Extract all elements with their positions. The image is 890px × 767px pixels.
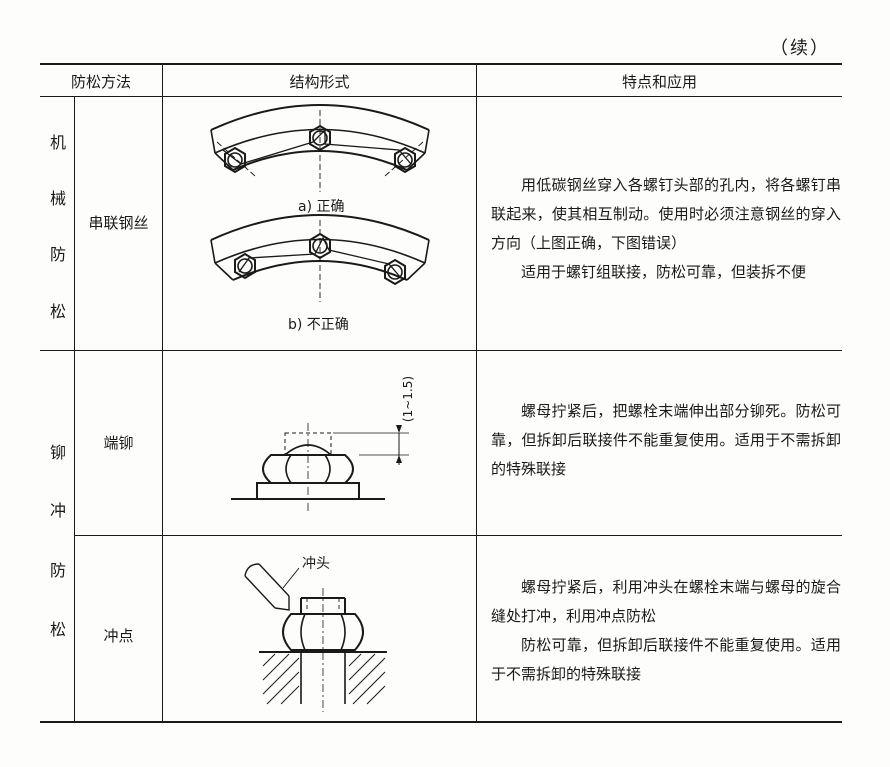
continued-label: （续） bbox=[770, 38, 830, 59]
header-structure: 结构形式 bbox=[289, 73, 350, 91]
column-rule-1 bbox=[74, 97, 75, 721]
features-paragraph: 用低碳钢丝穿入各螺钉头部的孔内，将各螺钉串联起来，使其相互制动。使用时必须注意钢… bbox=[491, 176, 841, 252]
category-char: 冲 bbox=[49, 501, 66, 520]
features-text: 螺母拧紧后，把螺栓末端伸出部分铆死。防松可靠，但拆卸后联接件不能重复使用。适用于… bbox=[491, 397, 841, 484]
row2-bottom-rule bbox=[74, 535, 842, 536]
features-text: 用低碳钢丝穿入各螺钉头部的孔内，将各螺钉串联起来，使其相互制动。使用时必须注意钢… bbox=[491, 171, 841, 287]
features-paragraph: 适用于螺钉组联接，防松可靠，但装拆不便 bbox=[521, 263, 807, 281]
center-punch-diagram bbox=[244, 563, 387, 712]
category-char: 械 bbox=[49, 189, 66, 208]
diagram-caption: a) 正确 bbox=[298, 199, 345, 215]
header-method: 防松方法 bbox=[70, 73, 131, 91]
category-char: 防 bbox=[49, 245, 66, 264]
diagram-caption: b) 不正确 bbox=[288, 317, 349, 333]
series-wire-correct-diagram bbox=[210, 104, 430, 192]
column-rule-3 bbox=[476, 65, 477, 721]
category-char: 松 bbox=[49, 302, 66, 321]
features-text: 螺母拧紧后，利用冲头在螺栓末端与螺母的旋合缝处打冲，利用冲点防松 防松可靠，但拆… bbox=[491, 573, 841, 689]
end-rivet-diagram bbox=[231, 423, 409, 511]
method-name: 串联钢丝 bbox=[88, 214, 149, 232]
method-name: 端铆 bbox=[103, 434, 134, 452]
dimension-label: (1~1.5) bbox=[401, 375, 415, 423]
header-features: 特点和应用 bbox=[621, 73, 697, 91]
table-top-rule bbox=[40, 63, 842, 65]
series-wire-incorrect-diagram bbox=[210, 214, 430, 302]
column-rule-2 bbox=[162, 65, 163, 721]
method-name: 冲点 bbox=[103, 627, 134, 645]
category-char: 机 bbox=[49, 133, 66, 152]
table-bottom-rule bbox=[40, 721, 842, 723]
features-paragraph: 防松可靠，但拆卸后联接件不能重复使用。适用于不需拆卸的特殊联接 bbox=[491, 636, 841, 683]
category-char: 铆 bbox=[49, 443, 66, 462]
header-bottom-rule bbox=[40, 96, 842, 97]
category-char: 防 bbox=[49, 561, 66, 580]
row1-bottom-rule bbox=[40, 350, 842, 351]
category-char: 松 bbox=[49, 620, 66, 639]
features-paragraph: 螺母拧紧后，利用冲头在螺栓末端与螺母的旋合缝处打冲，利用冲点防松 bbox=[491, 578, 841, 625]
callout-label: 冲头 bbox=[302, 556, 330, 572]
features-paragraph: 螺母拧紧后，把螺栓末端伸出部分铆死。防松可靠，但拆卸后联接件不能重复使用。适用于… bbox=[491, 402, 841, 478]
